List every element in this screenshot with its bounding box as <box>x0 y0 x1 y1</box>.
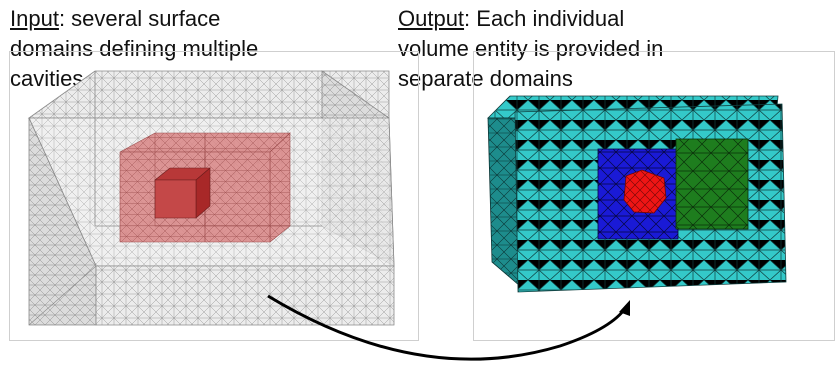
input-caption-line1: Input: several surface <box>10 4 340 34</box>
input-surface-box <box>27 70 395 326</box>
output-image-frame <box>473 51 835 341</box>
input-caption: Input: several surface domains defining … <box>10 4 340 94</box>
arrow-head-icon <box>619 300 630 316</box>
cavity-right <box>269 132 291 243</box>
output-heading: Output <box>398 6 465 31</box>
output-volume-block <box>487 95 787 293</box>
inner-cube <box>154 167 211 219</box>
input-caption-rest: : several surface <box>58 6 221 31</box>
input-image-frame <box>9 51 419 341</box>
output-caption: Output: Each individual volume entity is… <box>398 4 728 94</box>
box-bottom-face <box>95 265 395 326</box>
input-caption-line3: cavities <box>10 66 84 91</box>
output-caption-rest: : Each individual <box>464 6 625 31</box>
input-heading: Input <box>10 6 59 31</box>
output-caption-line1: Output: Each individual <box>398 4 728 34</box>
input-caption-line2: domains defining multiple <box>10 36 259 61</box>
output-caption-line2: volume entity is provided in <box>398 36 664 61</box>
volume-domain-red <box>623 169 667 214</box>
output-caption-line3: separate domains <box>398 66 573 91</box>
transform-arrow <box>267 294 630 361</box>
volume-domain-green <box>675 138 749 230</box>
arrow-curve <box>267 294 626 361</box>
